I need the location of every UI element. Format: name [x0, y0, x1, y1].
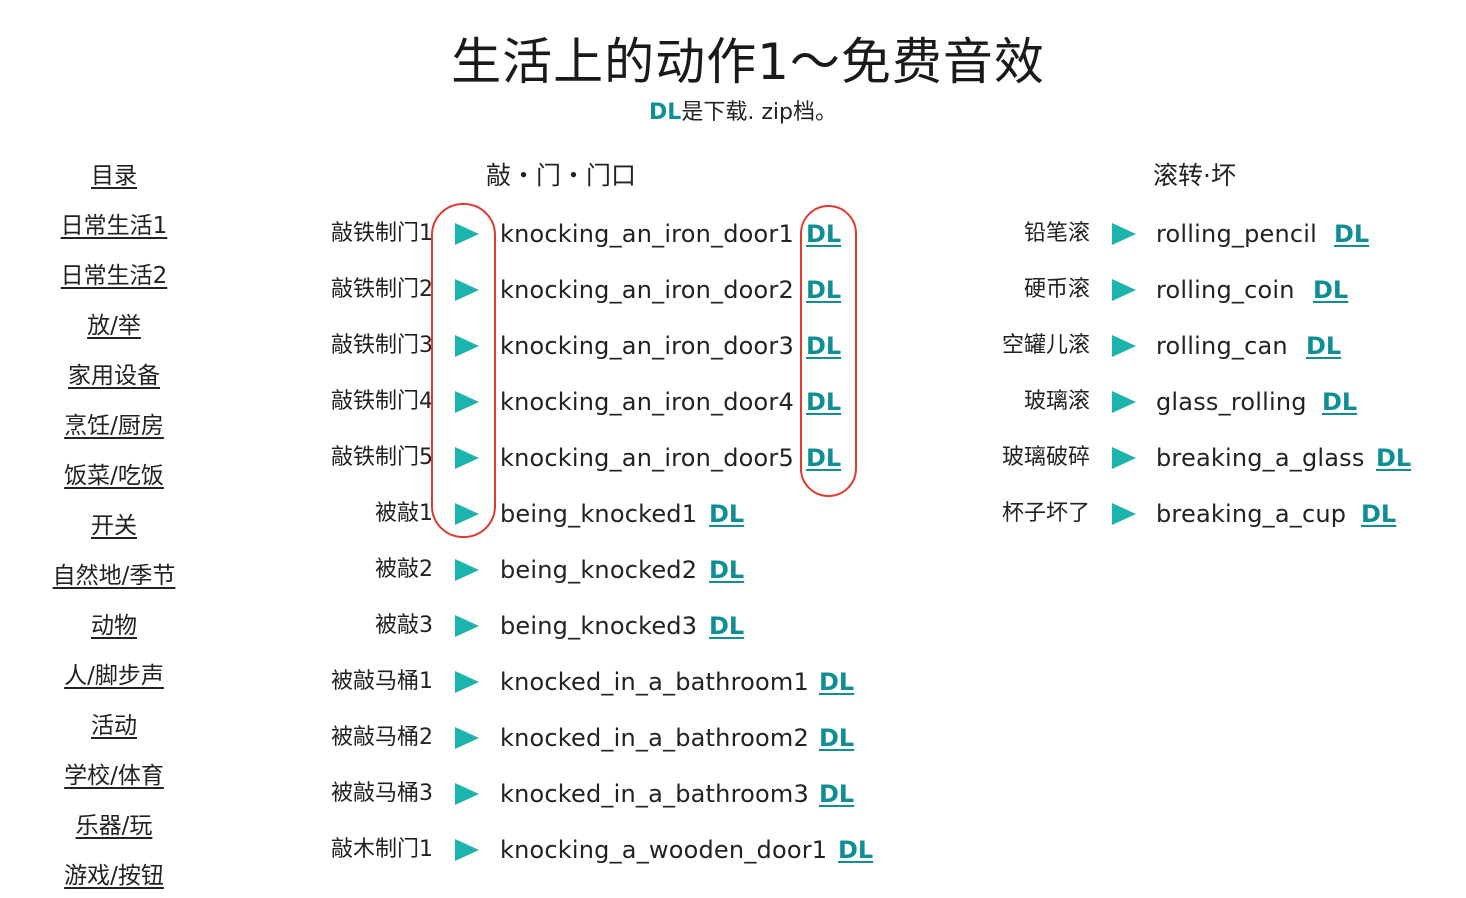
section-title-knocking: 敲・门・门口	[486, 161, 637, 190]
sound-label: 玻璃滚	[1023, 389, 1090, 414]
sound-label: 空罐儿滚	[1001, 333, 1090, 358]
sidebar-item-4[interactable]: 家用设备	[68, 363, 160, 389]
download-link[interactable]: DL	[709, 556, 745, 584]
download-link[interactable]: DL	[1361, 500, 1397, 528]
sound-label: 被敲2	[375, 557, 433, 582]
play-icon[interactable]	[1112, 503, 1136, 525]
play-icon[interactable]	[455, 279, 479, 301]
sidebar-item-12[interactable]: 学校/体育	[64, 763, 164, 789]
sound-filename: rolling_can	[1156, 332, 1288, 360]
sidebar-item-2[interactable]: 日常生活2	[60, 263, 168, 289]
sidebar-item-9[interactable]: 动物	[91, 613, 137, 639]
sound-filename: knocking_an_iron_door2	[500, 276, 794, 304]
sound-label: 敲铁制门3	[331, 333, 433, 358]
sound-label: 敲铁制门4	[331, 389, 433, 414]
download-link[interactable]: DL	[806, 332, 842, 360]
download-link[interactable]: DL	[819, 668, 855, 696]
sound-label: 敲铁制门5	[331, 445, 433, 470]
download-link[interactable]: DL	[1322, 388, 1358, 416]
sound-label: 玻璃破碎	[1001, 445, 1090, 470]
subtitle-text: 是下载. zip档。	[681, 100, 837, 125]
play-icon[interactable]	[455, 783, 479, 805]
sound-filename: knocking_an_iron_door4	[500, 388, 794, 416]
play-icon[interactable]	[1112, 223, 1136, 245]
play-icon[interactable]	[455, 559, 479, 581]
sound-filename: rolling_coin	[1156, 276, 1295, 304]
sidebar-item-10[interactable]: 人/脚步声	[64, 663, 164, 689]
sound-filename: knocking_an_iron_door5	[500, 444, 794, 472]
sidebar-item-8[interactable]: 自然地/季节	[52, 563, 176, 589]
download-link[interactable]: DL	[806, 388, 842, 416]
sound-filename: knocking_an_iron_door3	[500, 332, 794, 360]
download-link[interactable]: DL	[838, 836, 874, 864]
sidebar-item-11[interactable]: 活动	[91, 713, 137, 739]
play-icon[interactable]	[455, 727, 479, 749]
download-link[interactable]: DL	[806, 276, 842, 304]
download-link[interactable]: DL	[819, 724, 855, 752]
play-icon[interactable]	[455, 671, 479, 693]
play-icon[interactable]	[455, 447, 479, 469]
download-link[interactable]: DL	[1313, 276, 1349, 304]
sound-label: 被敲1	[375, 501, 433, 526]
download-link[interactable]: DL	[806, 220, 842, 248]
sound-filename: knocked_in_a_bathroom2	[500, 724, 809, 752]
sound-filename: being_knocked2	[500, 556, 698, 584]
play-icon[interactable]	[1112, 335, 1136, 357]
sound-filename: being_knocked1	[500, 500, 698, 528]
play-icon[interactable]	[455, 335, 479, 357]
play-icon[interactable]	[455, 839, 479, 861]
play-icon[interactable]	[455, 223, 479, 245]
sound-filename: being_knocked3	[500, 612, 698, 640]
play-icon[interactable]	[455, 391, 479, 413]
section-title-rolling: 滚转·坏	[1153, 161, 1236, 190]
download-link[interactable]: DL	[1306, 332, 1342, 360]
sound-label: 杯子坏了	[1001, 501, 1090, 526]
sidebar-item-13[interactable]: 乐器/玩	[75, 813, 153, 839]
page-title: 生活上的动作1〜免费音效	[451, 33, 1045, 91]
play-icon[interactable]	[455, 503, 479, 525]
sidebar-item-0[interactable]: 目录	[91, 163, 137, 189]
sound-label: 敲木制门1	[331, 837, 433, 862]
sidebar-item-5[interactable]: 烹饪/厨房	[64, 413, 164, 439]
sound-label: 硬币滚	[1023, 277, 1090, 302]
sound-filename: knocking_a_wooden_door1	[500, 836, 828, 864]
sidebar-item-6[interactable]: 饭菜/吃饭	[64, 463, 164, 489]
play-icon[interactable]	[455, 615, 479, 637]
download-link[interactable]: DL	[709, 500, 745, 528]
sound-label: 敲铁制门1	[331, 221, 433, 246]
play-icon[interactable]	[1112, 279, 1136, 301]
sidebar-nav: 目录日常生活1 日常生活2 放/举家用设备烹饪/厨房饭菜/吃饭开关自然地/季节动物人…	[14, 156, 214, 898]
sound-label: 被敲马桶3	[331, 781, 433, 806]
sound-label: 敲铁制门2	[331, 277, 433, 302]
sound-filename: breaking_a_glass	[1156, 444, 1365, 472]
sidebar-item-1[interactable]: 日常生活1	[60, 213, 168, 239]
sound-filename: knocked_in_a_bathroom3	[500, 780, 809, 808]
sound-filename: rolling_pencil	[1156, 220, 1318, 248]
sound-label: 被敲马桶1	[331, 669, 433, 694]
sound-label: 铅笔滚	[1023, 221, 1090, 246]
play-icon[interactable]	[1112, 447, 1136, 469]
highlight-oval-play	[431, 203, 496, 538]
play-icon[interactable]	[1112, 391, 1136, 413]
sound-label: 被敲马桶2	[331, 725, 433, 750]
sound-filename: knocking_an_iron_door1	[500, 220, 794, 248]
sidebar-item-7[interactable]: 开关	[91, 513, 137, 539]
subtitle-dl-label: DL	[649, 100, 682, 125]
page-subtitle: DL是下载. zip档。	[0, 98, 1466, 128]
sound-filename: glass_rolling	[1156, 388, 1307, 416]
sound-filename: knocked_in_a_bathroom1	[500, 668, 809, 696]
download-link[interactable]: DL	[709, 612, 745, 640]
download-link[interactable]: DL	[1334, 220, 1370, 248]
download-link[interactable]: DL	[806, 444, 842, 472]
sidebar-item-3[interactable]: 放/举	[87, 313, 141, 339]
sound-label: 被敲3	[375, 613, 433, 638]
sound-filename: breaking_a_cup	[1156, 500, 1347, 528]
sidebar-item-14[interactable]: 游戏/按钮	[64, 863, 164, 889]
download-link[interactable]: DL	[819, 780, 855, 808]
download-link[interactable]: DL	[1376, 444, 1412, 472]
